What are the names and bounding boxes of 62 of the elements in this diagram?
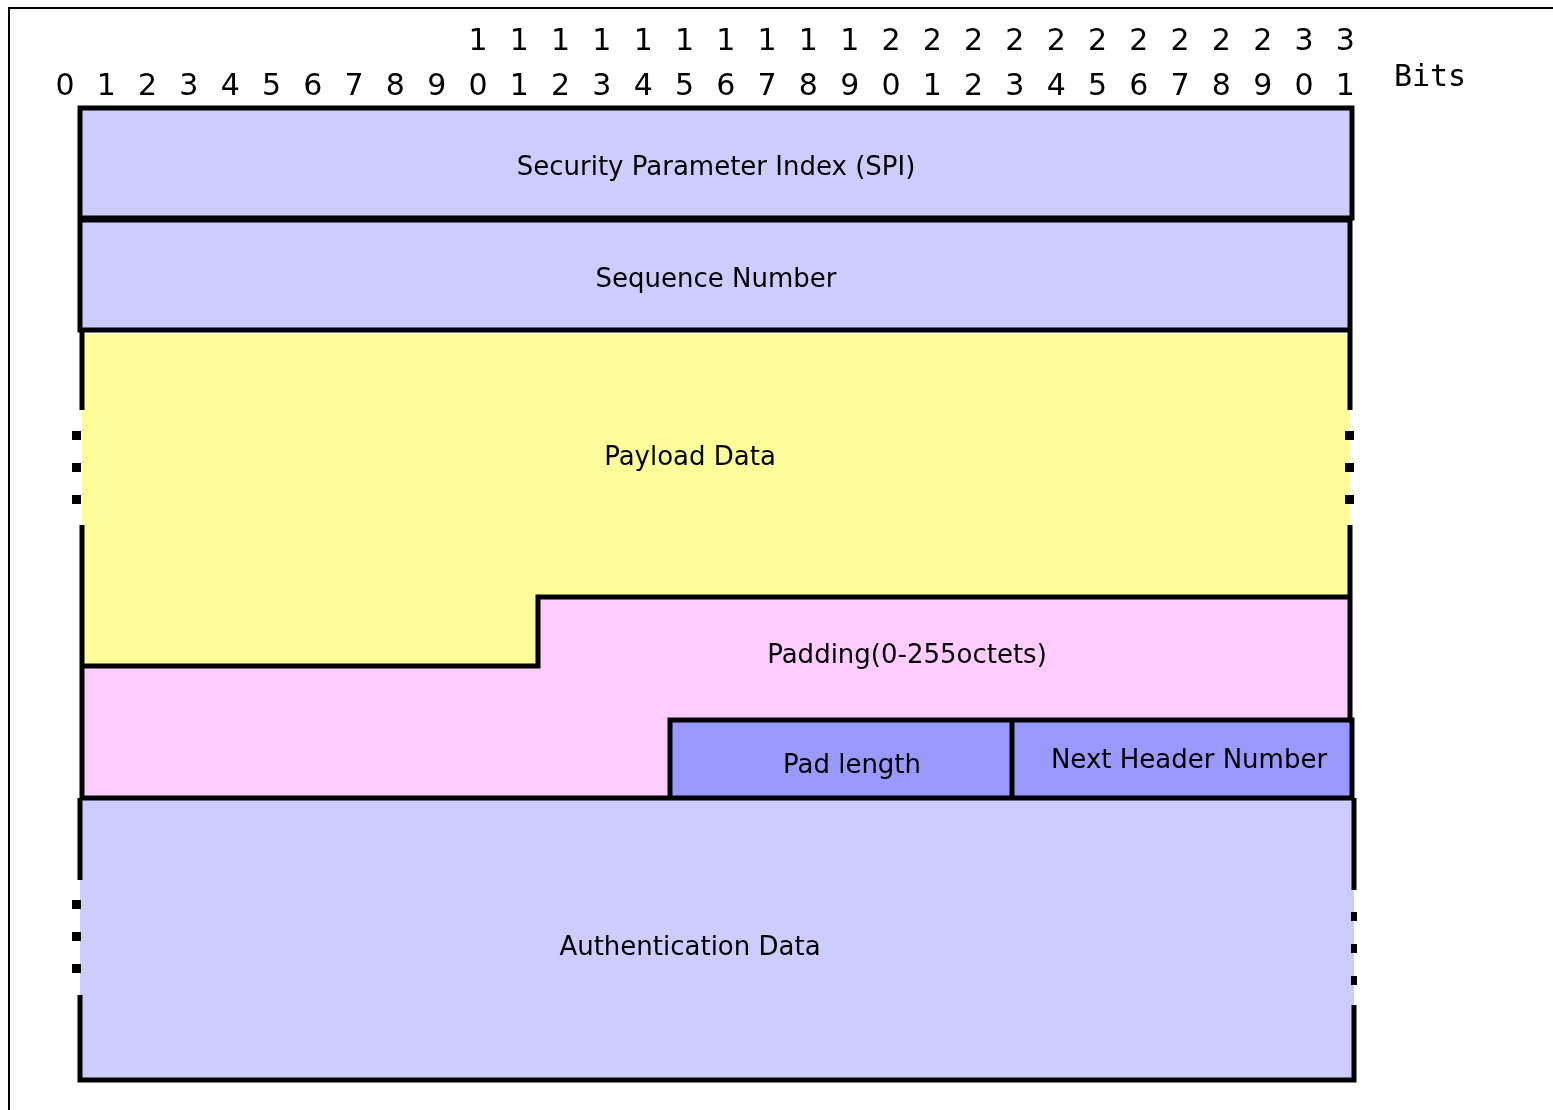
- bit-number: 3: [1005, 67, 1025, 102]
- bit-number: 2: [551, 67, 571, 102]
- bit-number: 1: [633, 22, 653, 57]
- bit-number: 1: [922, 67, 942, 102]
- bit-number: 9: [1253, 67, 1273, 102]
- bit-number: 1: [96, 67, 116, 102]
- bit-number: 2: [964, 67, 984, 102]
- bit-number: 2: [1129, 22, 1149, 57]
- bit-number: 5: [674, 67, 695, 102]
- field-label: Sequence Number: [595, 263, 837, 293]
- bit-number: 7: [1170, 67, 1190, 102]
- bit-number: 1: [468, 22, 488, 57]
- bit-number: 2: [1087, 22, 1108, 57]
- bit-number: 1: [592, 22, 612, 57]
- bit-number: 0: [468, 67, 488, 102]
- field-label: Payload Data: [604, 441, 776, 471]
- bit-number: 3: [1335, 22, 1355, 57]
- bit-number: 4: [220, 67, 240, 102]
- bit-number: 3: [179, 67, 199, 102]
- bit-number: 6: [303, 67, 323, 102]
- bit-number: 5: [1087, 67, 1108, 102]
- bit-number: 2: [881, 22, 901, 57]
- bit-number: 3: [1294, 22, 1314, 57]
- bit-number: 1: [840, 22, 860, 57]
- bit-number: 4: [1046, 67, 1066, 102]
- bit-number: 3: [592, 67, 612, 102]
- bit-number: 1: [798, 22, 818, 57]
- bit-number: 0: [881, 67, 901, 102]
- bit-number: 0: [1294, 67, 1314, 102]
- bit-number: 8: [1211, 67, 1231, 102]
- bit-number: 7: [344, 67, 364, 102]
- bit-number: 8: [385, 67, 405, 102]
- bit-number: 2: [964, 22, 984, 57]
- bit-number: 2: [1170, 22, 1190, 57]
- bit-number: 1: [509, 67, 529, 102]
- field-label: Next Header Number: [1050, 744, 1328, 774]
- bit-number: 6: [716, 67, 736, 102]
- bit-number: 2: [922, 22, 942, 57]
- bit-number: 2: [1005, 22, 1025, 57]
- bit-number: 0: [55, 67, 75, 102]
- bit-number: 2: [1046, 22, 1066, 57]
- bit-number: 6: [1129, 67, 1149, 102]
- bit-number: 2: [1253, 22, 1273, 57]
- bit-number: 1: [757, 22, 777, 57]
- bit-number: 1: [1335, 67, 1355, 102]
- field-label: Padding(0-255octets): [767, 639, 1047, 669]
- bit-number: 2: [138, 67, 158, 102]
- bit-number: 9: [427, 67, 447, 102]
- bit-number: 4: [633, 67, 653, 102]
- field-label: Security Parameter Index (SPI): [516, 151, 916, 181]
- bit-number: 1: [509, 22, 529, 57]
- bit-number: 7: [757, 67, 777, 102]
- bit-number: 1: [674, 22, 695, 57]
- field-label: Pad length: [782, 749, 922, 779]
- field-label: Authentication Data: [559, 931, 821, 961]
- bit-number: 9: [840, 67, 860, 102]
- bit-number: 5: [261, 67, 282, 102]
- bit-number: 8: [798, 67, 818, 102]
- bit-number: 2: [1211, 22, 1231, 57]
- bit-number: 1: [716, 22, 736, 57]
- axis-unit: Bits: [1393, 58, 1467, 93]
- bit-number: 1: [551, 22, 571, 57]
